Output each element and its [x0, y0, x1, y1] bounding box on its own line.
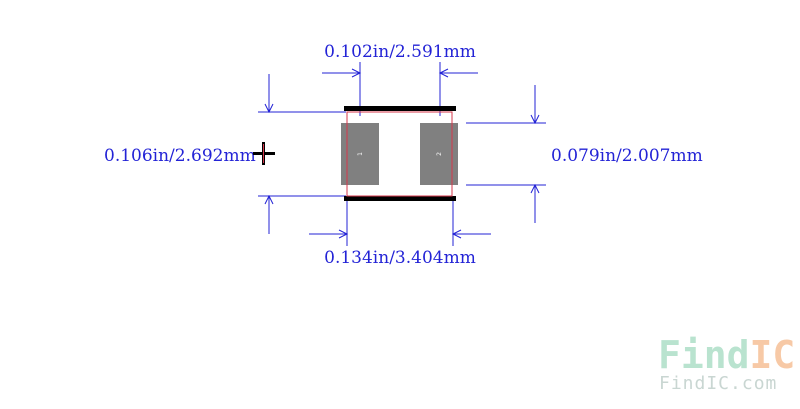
watermark-url: FindIC.com: [659, 373, 777, 394]
origin-crosshair-icon: [253, 142, 275, 165]
pad-1-label: 1: [357, 152, 364, 156]
bottom-dimension-label: 0.134in/3.404mm: [324, 248, 476, 268]
silkscreen-top-bar: [344, 106, 456, 111]
top-dimension-label: 0.102in/2.591mm: [324, 42, 476, 62]
top-dimension: 0.102in/2.591mm: [322, 42, 478, 116]
bottom-dim-arrowhead-right: [451, 229, 462, 239]
bottom-dim-arrowhead-left: [338, 229, 349, 239]
left-dimension-label: 0.106in/2.692mm: [104, 146, 256, 166]
right-dim-arrowhead-top: [530, 114, 540, 125]
right-dimension: 0.079in/2.007mm: [466, 85, 703, 223]
top-dim-arrowhead-right: [438, 68, 449, 78]
right-dimension-label: 0.079in/2.007mm: [551, 146, 703, 166]
silkscreen-bottom-bar: [344, 196, 456, 201]
pad-2-label: 2: [436, 152, 443, 156]
top-dim-arrowhead-left: [351, 68, 362, 78]
right-dim-arrowhead-bottom: [530, 183, 540, 194]
bottom-dimension: 0.134in/3.404mm: [309, 198, 491, 268]
component-outline: [346, 111, 453, 197]
left-dim-arrowhead-top: [264, 103, 274, 114]
watermark-logo: FindIC: [658, 333, 795, 377]
left-dimension: 0.106in/2.692mm: [104, 74, 346, 234]
left-dim-arrowhead-bottom: [264, 194, 274, 205]
findic-watermark: FindIC FindIC.com: [658, 333, 795, 394]
watermark-logo-prefix: Find: [658, 333, 750, 377]
watermark-logo-suffix: IC: [750, 333, 796, 377]
